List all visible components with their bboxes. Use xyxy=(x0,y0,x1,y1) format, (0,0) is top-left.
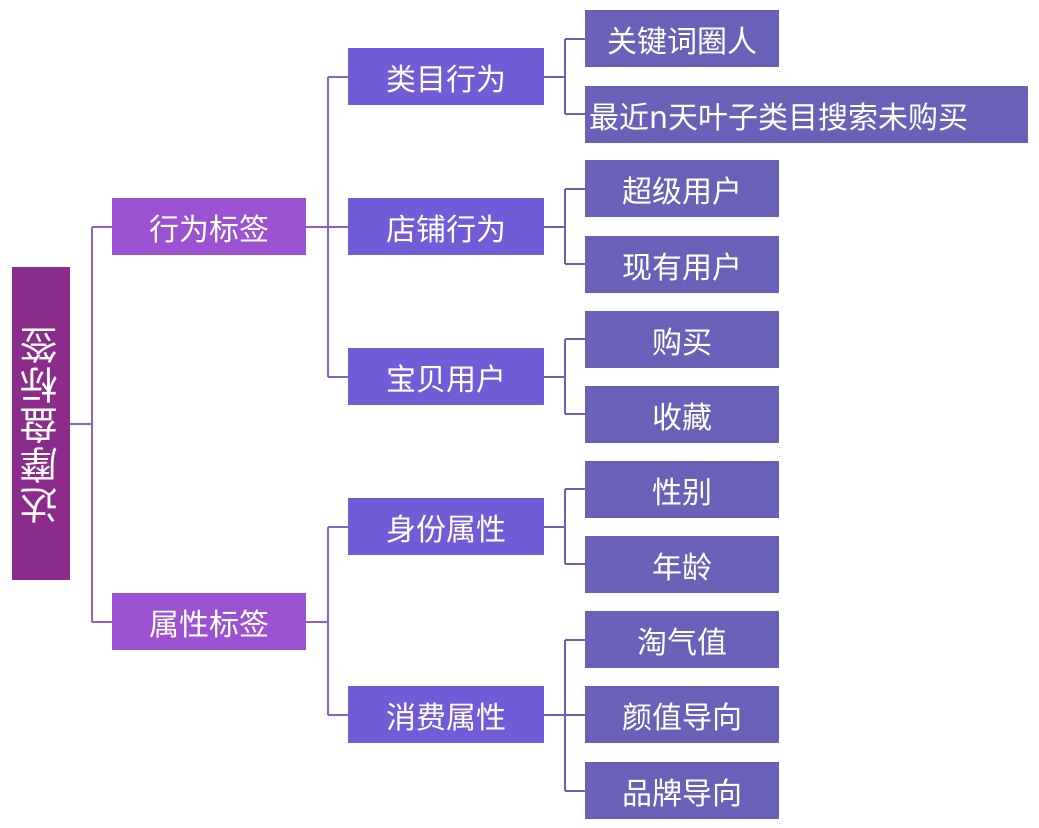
node-purchase: 购买 xyxy=(585,311,779,368)
connector-category xyxy=(544,38,585,115)
node-super-users: 超级用户 xyxy=(585,160,779,217)
connector-consumption xyxy=(544,639,585,792)
node-store-behavior: 店铺行为 xyxy=(348,198,544,255)
root-node: 达摩盘标签 xyxy=(12,267,70,580)
connector-behavior xyxy=(306,76,348,378)
connector-attribute xyxy=(306,526,348,716)
connector-store xyxy=(544,188,585,265)
node-consumption-attributes: 消费属性 xyxy=(348,686,544,743)
node-appearance-oriented: 颜值导向 xyxy=(585,686,779,743)
node-category-behavior: 类目行为 xyxy=(348,48,544,105)
connector-root xyxy=(70,226,112,623)
connector-item xyxy=(544,338,585,415)
node-behavior-tags: 行为标签 xyxy=(112,198,306,255)
node-keyword-targeting: 关键词圈人 xyxy=(585,10,779,67)
node-attribute-tags: 属性标签 xyxy=(112,593,306,650)
connector-identity xyxy=(544,488,585,565)
node-gender: 性别 xyxy=(585,461,779,518)
node-brand-oriented: 品牌导向 xyxy=(585,762,779,819)
node-favorite: 收藏 xyxy=(585,386,779,443)
node-item-users: 宝贝用户 xyxy=(348,348,544,405)
node-age: 年龄 xyxy=(585,536,779,593)
node-taoqi-value: 淘气值 xyxy=(585,611,779,668)
root-label: 达摩盘标签 xyxy=(19,323,64,524)
node-identity-attributes: 身份属性 xyxy=(348,498,544,555)
node-existing-users: 现有用户 xyxy=(585,236,779,293)
node-recent-search-no-purchase: 最近n天叶子类目搜索未购买 xyxy=(585,86,1028,143)
